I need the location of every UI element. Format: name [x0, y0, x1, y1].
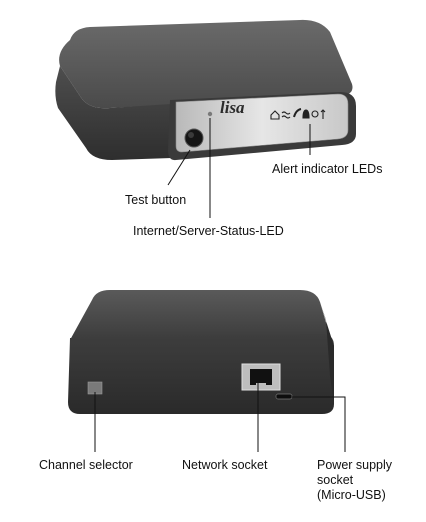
- front-device-top-surface: [59, 19, 353, 109]
- power-socket-label: Power supply socket (Micro-USB): [317, 458, 407, 503]
- power-socket-callout-line: [292, 396, 346, 452]
- back-device-right-side: [320, 302, 334, 404]
- back-callouts: [94, 382, 346, 452]
- back-device-top-surface: [70, 290, 330, 340]
- network-socket-label: Network socket: [182, 458, 268, 472]
- status-led: [207, 111, 213, 117]
- smoke-icon: [311, 110, 319, 118]
- front-callouts: [167, 118, 311, 218]
- network-socket: [241, 363, 281, 391]
- house-icon: [270, 110, 280, 120]
- test-button-callout-line: [167, 149, 191, 186]
- power-socket: [275, 393, 293, 400]
- bell-icon: [302, 109, 310, 119]
- power-socket-label-line1: Power supply: [317, 458, 393, 472]
- front-panel: [175, 93, 349, 153]
- phone-icon: [293, 108, 302, 118]
- alert-leds-label: Alert indicator LEDs: [272, 162, 383, 176]
- power-socket-label-line2: socket: [317, 473, 354, 487]
- test-button[interactable]: [184, 128, 204, 148]
- brand-logo: lisa: [220, 98, 245, 117]
- alert-indicator-icons: [270, 108, 326, 120]
- back-device-back-face: [68, 334, 334, 414]
- wave-icon: [281, 111, 291, 119]
- arrow-up-icon: [320, 109, 326, 119]
- power-socket-label-line3: (Micro-USB): [317, 488, 386, 502]
- front-device-left-side: [55, 66, 173, 160]
- test-button-label: Test button: [125, 193, 187, 207]
- front-device: [55, 19, 356, 161]
- back-device: [68, 290, 334, 414]
- channel-selector-label: Channel selector: [39, 458, 133, 472]
- status-led-label: Internet/Server-Status-LED: [133, 224, 284, 238]
